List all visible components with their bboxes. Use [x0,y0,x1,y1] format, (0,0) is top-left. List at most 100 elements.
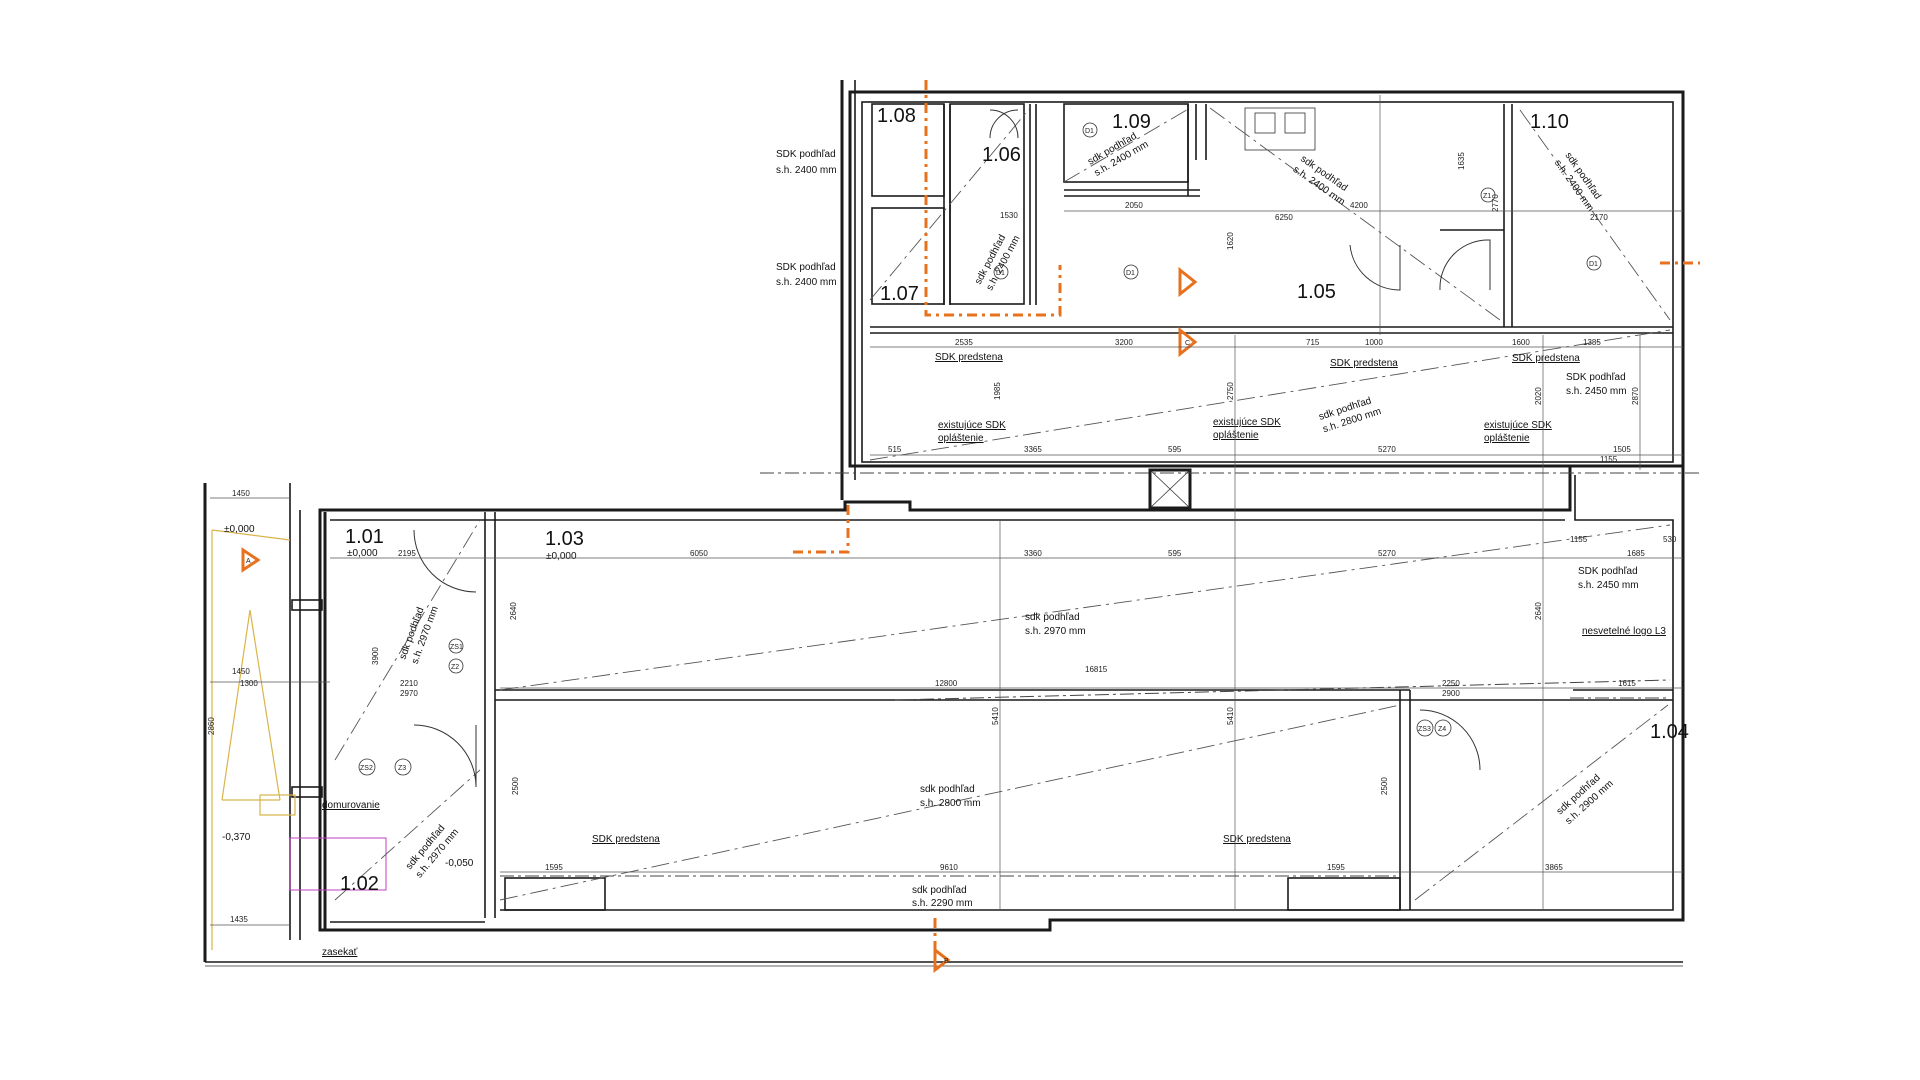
tag-text: ZS1 [450,644,463,651]
dim-text: 2210 [400,679,418,688]
note-text: existujúce SDK [1484,420,1552,431]
dim-text: 2500 [1380,777,1389,795]
dim-text: 530 [1663,535,1677,544]
dim-text: 595 [1168,445,1182,454]
note-text: SDK podhľad [776,149,836,160]
dim-text: 2750 [1226,382,1235,400]
dim-text: 2870 [1631,387,1640,405]
dim-text: 2970 [400,689,418,698]
tag-text: D1 [1085,128,1094,135]
note-text: s.h. 2450 mm [1578,580,1639,591]
dim-text: 515 [888,445,902,454]
room-label-1-06: 1.06 [982,144,1021,166]
room-label-1-05: 1.05 [1297,281,1336,303]
dimension-lines [210,95,1683,926]
note-text: existujúce SDK [1213,417,1281,428]
dim-text: 2050 [1125,201,1143,210]
note-text: sdk podhľad [1025,612,1080,623]
dim-text: 2900 [1442,689,1460,698]
tag-text: Z4 [1438,726,1446,733]
dim-text: 1450 [232,667,250,676]
dim-text: 1985 [993,382,1002,400]
note-text: SDK predstena [592,834,660,845]
dim-text: 1635 [1457,152,1466,170]
dim-text: 6050 [690,549,708,558]
dim-text: 1300 [240,679,258,688]
dim-text: 1505 [1613,445,1631,454]
note-text: opláštenie [938,433,984,444]
tag-circle [394,758,412,776]
note-text: SDK podhľad [776,262,836,273]
note-text: SDK predstena [935,352,1003,363]
tag-text: Z3 [398,765,406,772]
tag-circle [993,264,1009,280]
dim-text: 5410 [991,707,1000,725]
dim-text: 2250 [1442,679,1460,688]
tag-circle [448,638,464,654]
dim-text: 1155 [1600,455,1618,464]
dim-text: 3900 [371,647,380,665]
dim-text: 2860 [207,717,216,735]
dim-text: 3360 [1024,549,1042,558]
tag-text: ZS3 [1418,726,1431,733]
dim-text: 1685 [1627,549,1645,558]
dim-text: 1620 [1226,232,1235,250]
note-text: SDK predstena [1330,358,1398,369]
ceiling-notes: SDK podhľad s.h. 2400 mm SDK podhľad s.h… [397,131,1639,909]
dim-text: 1435 [230,915,248,924]
element-tags: ZS1 Z2 ZS2 Z3 ZS3 Z4 Z1 D1 D1 D1 D1 [358,122,1602,776]
tag-circle [1416,719,1434,737]
note-text: zasekať [322,947,358,958]
room-label-1-03: 1.03 [545,528,584,550]
section-mark-a [241,547,261,573]
tag-circle [448,658,464,674]
tag-circle [1434,719,1452,737]
room-label-1-10: 1.10 [1530,111,1569,133]
room-label-1-09: 1.09 [1112,111,1151,133]
dim-text: 1155 [1570,535,1588,544]
tag-circle [358,758,376,776]
tag-circle [1123,264,1139,280]
section-letter-c: C [1185,340,1190,347]
dim-text: 5410 [1226,707,1235,725]
wall-notes: SDK predstena SDK predstena SDK predsten… [322,352,1666,958]
note-text: nesvetelné logo L3 [1582,626,1666,637]
tag-text: D1 [996,270,1005,277]
section-lines [793,80,1700,970]
dim-text: 1595 [1327,863,1345,872]
dim-text: 2020 [1534,387,1543,405]
dim-text: 12800 [935,679,958,688]
dim-text: 5270 [1378,549,1396,558]
section-letter-b: B [944,958,949,965]
dim-text: 2640 [1534,602,1543,620]
dim-text: 1600 [1512,338,1530,347]
dim-text: 3365 [1024,445,1042,454]
level-marker: ±0,000 [546,551,577,562]
dim-text: 2170 [1590,213,1608,222]
tag-text: D1 [1589,261,1598,268]
dimension-values: 1450 2195 6050 3360 595 5270 1155 1685 5… [230,201,1677,924]
vertical-dimension-values: 5410 5410 2500 2500 2640 2640 2750 2020 … [207,152,1640,795]
dim-text: 1615 [1618,679,1636,688]
tag-circle [1586,255,1602,271]
dim-text: 595 [1168,549,1182,558]
dim-text: 1385 [1583,338,1601,347]
dim-text: 3200 [1115,338,1133,347]
note-text: existujúce SDK [938,420,1006,431]
note-text: s.h. 2400 mm [776,165,837,176]
room-label-1-07: 1.07 [880,283,919,305]
dim-text: 2195 [398,549,416,558]
ceiling-diagonals [334,107,1700,901]
note-text: SDK predstena [1512,353,1580,364]
note-text: opláštenie [1484,433,1530,444]
dim-text: 16815 [1085,665,1108,674]
dim-text: 5270 [1378,445,1396,454]
note-text: sdk podhľad [912,885,967,896]
dim-text: 3865 [1545,863,1563,872]
dim-text: 1530 [1000,211,1018,220]
dim-text: 2535 [955,338,973,347]
note-text: s.h. 2400 mm [776,277,837,288]
dim-text: 1450 [232,489,250,498]
note-text: SDK podhľad [1566,372,1626,383]
